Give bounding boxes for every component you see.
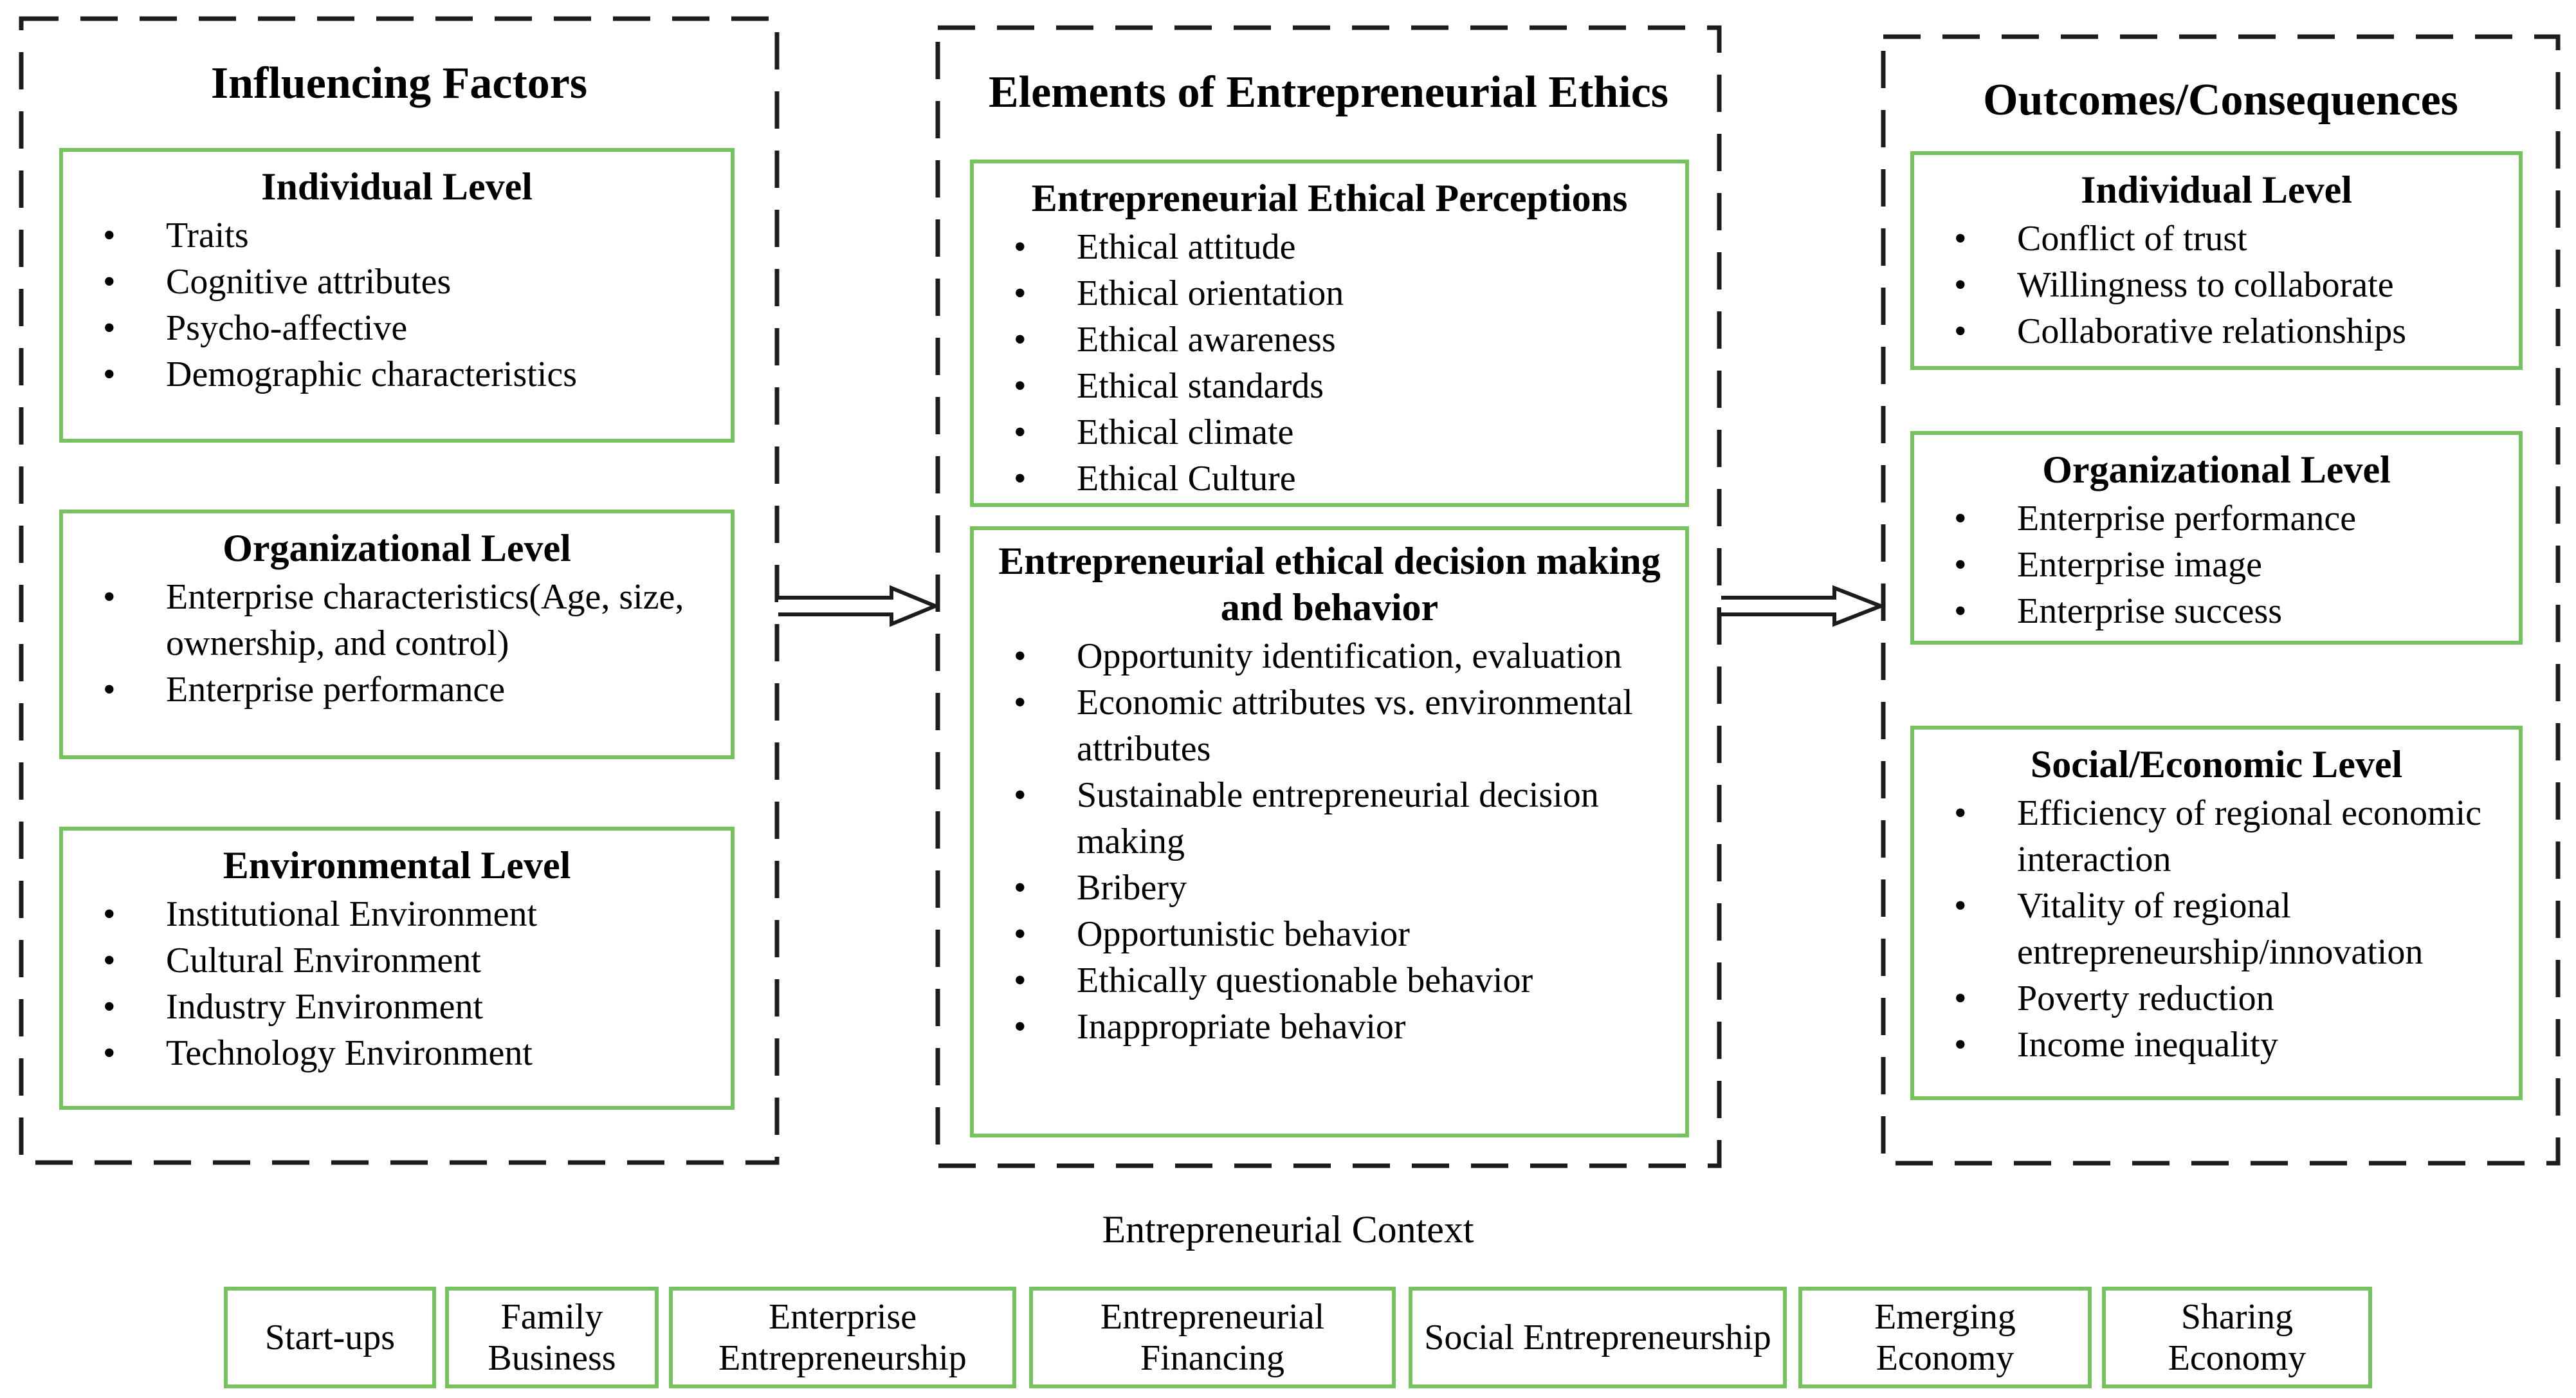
box-header: Social/Economic Level [2030,743,2403,786]
elements-of-ethics-title: Elements of Entrepreneurial Ethics [988,68,1669,117]
context-box-enterprise-entrepreneurship: Enterprise Entrepreneurship [669,1287,1016,1388]
bullet-item: Collaborative relationships [1914,308,2499,354]
social-economic-level-outcomes-box: Social/Economic Level Efficiency of regi… [1910,726,2523,1100]
context-box-social-entrepreneurship: Social Entrepreneurship [1409,1287,1787,1388]
box-header: Entrepreneurial ethical decision making … [998,540,1661,629]
bullet-list: Enterprise performance Enterprise image … [1914,495,2519,634]
bullet-list: Ethical attitude Ethical orientation Eth… [974,224,1685,502]
bullet-item: Ethical Culture [974,455,1666,502]
bullet-item: Technology Environment [63,1030,711,1076]
bullet-item: Vitality of regional entrepreneurship/in… [1914,883,2499,975]
box-header: Environmental Level [223,844,571,887]
bullet-list: Efficiency of regional economic interact… [1914,790,2519,1068]
box-header: Individual Level [261,165,533,208]
bullet-item: Demographic characteristics [63,351,711,398]
bullet-item: Bribery [974,865,1666,911]
environmental-level-factors-box: Environmental Level Institutional Enviro… [59,827,735,1110]
bullet-item: Cultural Environment [63,937,711,984]
organizational-level-outcomes-box: Organizational Level Enterprise performa… [1910,431,2523,645]
ethical-decision-making-box: Entrepreneurial ethical decision making … [970,526,1689,1137]
organizational-level-factors-box: Organizational Level Enterprise characte… [59,510,735,759]
context-box-emerging-economy: Emerging Economy [1798,1287,2092,1388]
box-header: Entrepreneurial Ethical Perceptions [1031,177,1628,219]
box-header: Organizational Level [223,527,571,569]
context-box-family-business: Family Business [445,1287,659,1388]
bullet-item: Industry Environment [63,984,711,1030]
bullet-list: Traits Cognitive attributes Psycho-affec… [63,212,731,398]
context-box-start-ups: Start-ups [224,1287,436,1388]
bullet-item: Enterprise performance [63,667,711,713]
bullet-item: Ethical attitude [974,224,1666,270]
outcomes-consequences-title: Outcomes/Consequences [1983,75,2458,125]
bullet-item: Efficiency of regional economic interact… [1914,790,2499,883]
individual-level-factors-box: Individual Level Traits Cognitive attrib… [59,148,735,443]
bullet-item: Enterprise success [1914,588,2499,634]
bullet-item: Ethical climate [974,409,1666,455]
dashed-border-elements-of-ethics [935,25,1722,1168]
arrow-right-icon [1721,585,1886,627]
bullet-item: Opportunity identification, evaluation [974,633,1666,679]
bullet-item: Income inequality [1914,1022,2499,1068]
context-box-sharing-economy: Sharing Economy [2102,1287,2372,1388]
bullet-list: Institutional Environment Cultural Envir… [63,891,731,1076]
bullet-item: Ethical standards [974,363,1666,409]
bullet-item: Traits [63,212,711,259]
entrepreneurial-context-label: Entrepreneurial Context [1102,1208,1474,1251]
box-header: Individual Level [2081,169,2352,211]
bullet-item: Enterprise image [1914,542,2499,588]
bullet-item: Institutional Environment [63,891,711,937]
bullet-item: Poverty reduction [1914,975,2499,1022]
bullet-item: Cognitive attributes [63,259,711,305]
ethical-perceptions-box: Entrepreneurial Ethical Perceptions Ethi… [970,160,1689,507]
arrow-right-icon [778,585,940,627]
bullet-item: Inappropriate behavior [974,1004,1666,1050]
box-header: Organizational Level [2042,448,2391,491]
bullet-item: Enterprise performance [1914,495,2499,542]
context-box-entrepreneurial-financing: Entrepreneurial Financing [1029,1287,1396,1388]
bullet-item: Ethical awareness [974,317,1666,363]
dashed-border-outcomes-consequences [1881,34,2561,1166]
bullet-item: Sustainable entrepreneurial decision mak… [974,772,1666,865]
dashed-border-influencing-factors [19,16,780,1165]
bullet-item: Psycho-affective [63,305,711,351]
bullet-item: Enterprise characteristics(Age, size, ow… [63,574,711,667]
bullet-item: Economic attributes vs. environmental at… [974,679,1666,772]
bullet-list: Conflict of trust Willingness to collabo… [1914,216,2519,354]
bullet-item: Conflict of trust [1914,216,2499,262]
influencing-factors-title: Influencing Factors [210,59,588,108]
bullet-list: Opportunity identification, evaluation E… [974,633,1685,1050]
bullet-item: Ethical orientation [974,270,1666,317]
bullet-item: Willingness to collaborate [1914,262,2499,308]
bullet-item: Opportunistic behavior [974,911,1666,957]
bullet-item: Ethically questionable behavior [974,957,1666,1004]
bullet-list: Enterprise characteristics(Age, size, ow… [63,574,731,713]
individual-level-outcomes-box: Individual Level Conflict of trust Willi… [1910,151,2523,370]
